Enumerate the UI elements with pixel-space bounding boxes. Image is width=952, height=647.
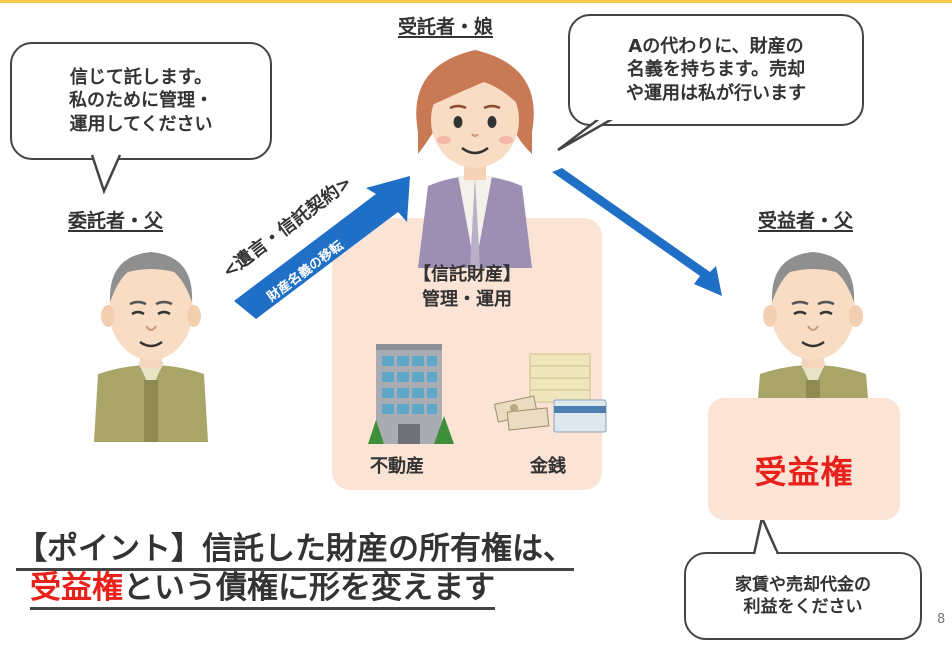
bubble-line: 名義を持ちます。売却 — [626, 59, 806, 81]
trust-property-title: 【信託財産】 管理・運用 — [332, 262, 602, 312]
page-number: 8 — [937, 612, 946, 627]
top-accent-line — [0, 0, 952, 3]
money-icon — [493, 353, 607, 433]
bubble-line: 信じて託します。 — [69, 66, 213, 88]
trustee-bubble-tail — [557, 114, 616, 152]
key-point-text-2: という債権に形を変えます — [123, 569, 495, 606]
beneficiary-speech-bubble: 家賃や売却代金の 利益をください — [684, 552, 922, 640]
settlor-label: 委託者・父 — [68, 210, 164, 232]
key-point: 【ポイント】信託した財産の所有権は、 受益権という債権に形を変えます — [12, 530, 666, 610]
key-point-line-2: 受益権という債権に形を変えます — [26, 569, 499, 610]
beneficiary-label: 受益者・父 — [758, 210, 854, 232]
key-point-emphasis: 受益権 — [30, 569, 123, 606]
bubble-line: 家賃や売却代金の — [735, 574, 871, 595]
trustee-speech-bubble: Aの代わりに、財産の 名義を持ちます。売却 や運用は私が行います — [568, 14, 864, 126]
money-label: 金銭 — [530, 456, 566, 477]
real-estate-label: 不動産 — [370, 456, 424, 477]
trust-property-subtitle: 管理・運用 — [422, 289, 512, 311]
bubble-line: 運用してください — [69, 113, 213, 135]
key-point-line-1: 【ポイント】信託した財産の所有権は、 — [12, 530, 578, 571]
trust-property-heading: 【信託財産】 — [413, 264, 521, 285]
bubble-line: 私のために管理・ — [69, 90, 213, 112]
bubble-line: 利益をください — [743, 597, 863, 617]
key-point-text-1: 【ポイント】信託した財産の所有権は、 — [16, 531, 574, 571]
settlor-speech-bubble: 信じて託します。 私のために管理・ 運用してください — [10, 42, 272, 160]
beneficial-right-label: 受益権 — [754, 453, 854, 491]
settlor-bubble-tail — [90, 152, 122, 195]
bubble-line: Aの代わりに、財産の — [628, 35, 804, 57]
building-icon — [368, 344, 454, 444]
trustee-daughter-icon — [416, 50, 534, 268]
bubble-line: や運用は私が行います — [626, 82, 806, 104]
trustee-label: 受託者・娘 — [398, 16, 494, 38]
beneficial-right-box — [708, 398, 900, 520]
settlor-father-icon — [94, 252, 208, 442]
